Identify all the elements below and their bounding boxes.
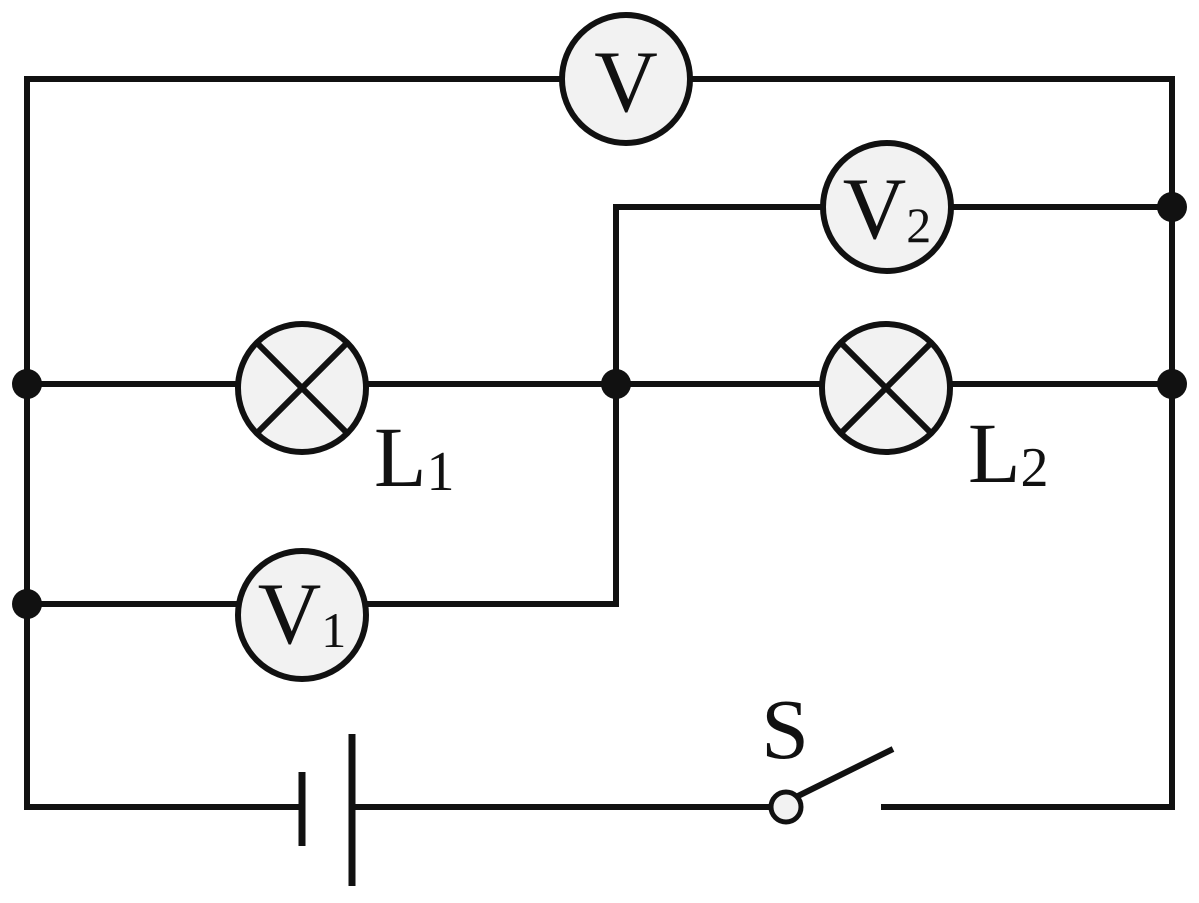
junction-dot [1157, 369, 1187, 399]
lamp-l1-cross [254, 340, 350, 436]
switch-s: S [761, 681, 895, 825]
switch-label: S [761, 681, 809, 777]
voltmeter-v2-circle [820, 140, 954, 274]
voltmeter-v1-label: V1 [258, 566, 347, 663]
lamp-l2-subscript: 2 [1021, 437, 1049, 499]
voltmeter-v-letter: V [594, 34, 658, 131]
voltmeter-v1-subscript: 1 [321, 602, 346, 658]
lamp-l2-letter: L [968, 405, 1021, 501]
lamp-l1-letter: L [374, 409, 427, 505]
switch-pivot [768, 789, 804, 825]
voltmeter-v-circle [559, 12, 693, 146]
voltmeter-v2-subscript: 2 [906, 197, 931, 253]
junctions [12, 192, 1187, 619]
lamp-l2-label: L2 [968, 405, 1049, 501]
lamp-l2: L2 [819, 321, 1049, 501]
voltmeter-v1-circle [235, 548, 369, 682]
junction-dot [12, 369, 42, 399]
lamp-l1: L1 [235, 321, 455, 505]
junction-dot [1157, 192, 1187, 222]
voltmeter-v2-label: V2 [843, 161, 932, 258]
voltmeter-v1: V1 [235, 548, 369, 682]
battery [298, 734, 356, 886]
wires [24, 76, 1175, 810]
lamp-l1-label: L1 [374, 409, 455, 505]
voltmeter-v2-letter: V [843, 161, 907, 258]
junction-dot [12, 589, 42, 619]
voltmeter-v2: V2 [820, 140, 954, 274]
voltmeter-v1-letter: V [258, 566, 322, 663]
voltmeter-v-label: V [594, 34, 658, 131]
lamp-l2-cross [838, 340, 934, 436]
switch-blade [794, 746, 895, 800]
voltmeter-v: V [559, 12, 693, 146]
lamp-l1-subscript: 1 [427, 441, 455, 503]
junction-dot [601, 369, 631, 399]
